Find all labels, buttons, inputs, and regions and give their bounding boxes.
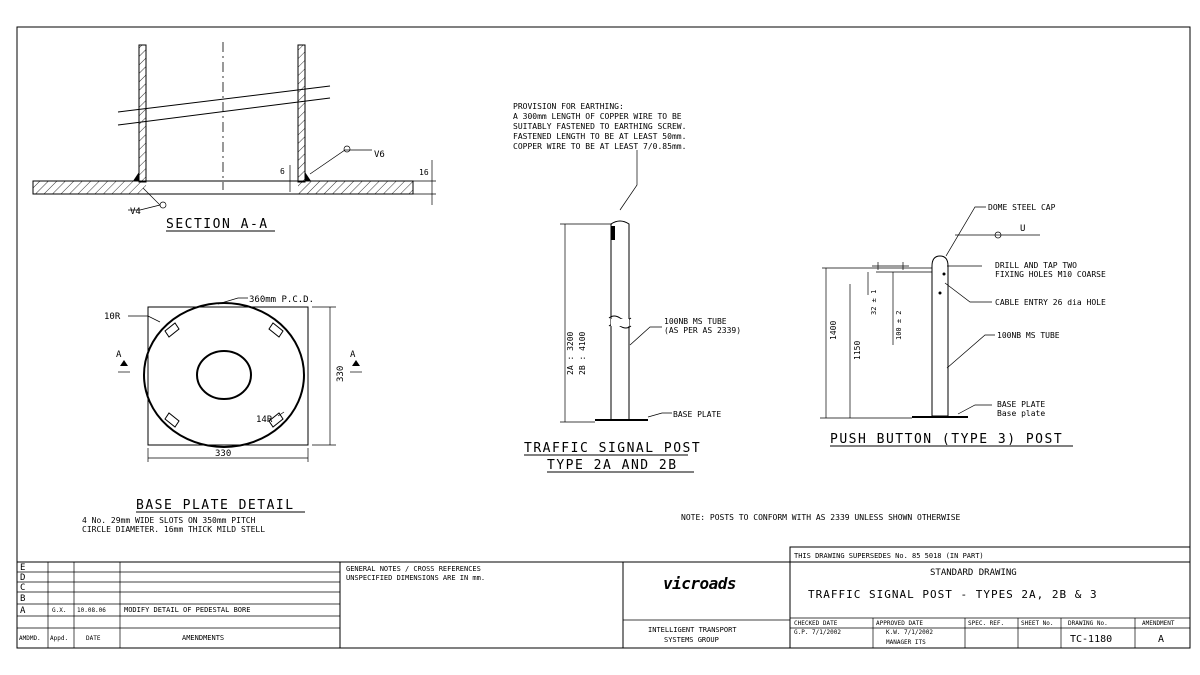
earthing-line-3: SUITABLY FASTENED TO EARTHING SCREW. — [513, 122, 686, 131]
earthing-note: PROVISION FOR EARTHING: A 300mm LENGTH O… — [513, 102, 686, 211]
slot-top-left — [164, 322, 180, 338]
dim-16: 16 — [419, 168, 429, 177]
hdr-amdt: AMDMD. — [19, 635, 41, 642]
earthing-line-2: A 300mm LENGTH OF COPPER WIRE TO BE — [513, 112, 682, 121]
signal-post-title-2: TYPE 2A AND 2B — [547, 458, 678, 473]
push-post-view: 1400 1150 32 ± 1 100 ± 2 U DOME STEEL CA… — [820, 203, 1106, 447]
earthing-line-4: FASTENED LENGTH TO BE AT LEAST 50mm. — [513, 132, 686, 141]
rev-e: E — [20, 563, 25, 573]
dim-100: 100 ± 2 — [895, 310, 903, 340]
approved-val: K.W. 7/1/2002 — [886, 629, 933, 636]
weld-symbol-u — [994, 231, 1002, 239]
signal-post-tube — [610, 220, 630, 421]
general-notes-2: UNSPECIFIED DIMENSIONS ARE IN mm. — [346, 574, 485, 582]
dim-height-330: 330 — [336, 366, 346, 382]
signal-base-plate-label: BASE PLATE — [673, 410, 721, 419]
label-u: U — [1020, 224, 1025, 234]
base-plate-title: BASE PLATE DETAIL — [136, 498, 295, 513]
drawing-title: TRAFFIC SIGNAL POST - TYPES 2A, 2B & 3 — [808, 588, 1098, 601]
drawing-number: TC-1180 — [1070, 634, 1112, 645]
base-plate-bore — [196, 350, 252, 400]
signal-tube-label-1: 100NB MS TUBE — [664, 317, 727, 326]
approved-hdr: APPROVED DATE — [876, 620, 923, 627]
approved-role: MANAGER ITS — [886, 639, 926, 646]
base-plate-circle — [143, 302, 305, 448]
dome-cap-label: DOME STEEL CAP — [988, 203, 1056, 212]
sheet-border — [16, 26, 1191, 649]
push-base-label-1: BASE PLATE — [997, 400, 1045, 409]
push-base-label-2: Base plate — [997, 409, 1045, 418]
pcd-label: 360mm P.C.D. — [249, 295, 314, 305]
dim-1150: 1150 — [853, 341, 862, 360]
rev-a: A — [20, 606, 26, 616]
weld-right — [305, 172, 311, 181]
amendment-letter: A — [1158, 634, 1164, 645]
pipe-wall-right — [297, 44, 306, 183]
drill-label-1: DRILL AND TAP TWO — [995, 261, 1077, 270]
slot-bottom-right — [268, 412, 284, 428]
section-aa-title: SECTION A-A — [166, 217, 269, 232]
signal-tube-label-2: (AS PER AS 2339) — [664, 326, 741, 335]
rev-a-desc: MODIFY DETAIL OF PEDESTAL BORE — [124, 606, 250, 614]
drill-label-2: FIXING HOLES M10 COARSE — [995, 270, 1106, 279]
dim-1400: 1400 — [829, 321, 838, 340]
rev-b: B — [20, 594, 25, 604]
section-arrow-right: A — [350, 350, 356, 360]
dim-width-330: 330 — [215, 449, 231, 459]
dim-32: 32 ± 1 — [870, 290, 878, 315]
general-note: NOTE: POSTS TO CONFORM WITH AS 2339 UNLE… — [681, 513, 961, 522]
label-v4: V4 — [130, 207, 141, 217]
sheet-hdr: SHEET No. — [1021, 620, 1054, 627]
slot-bottom-left — [164, 412, 180, 428]
label-v6: V6 — [374, 150, 385, 160]
r10-label: 10R — [104, 312, 121, 322]
group-line-2: SYSTEMS GROUP — [664, 636, 719, 644]
base-plate-square — [147, 306, 309, 446]
push-post-tube — [931, 255, 949, 417]
hdr-appd: Appd. — [50, 635, 68, 642]
spec-ref-hdr: SPEC. REF. — [968, 620, 1004, 627]
title-block: E D C B A G.X. 10.08.06 MODIFY DETAIL OF… — [17, 546, 1191, 648]
vicroads-logo: vicroads — [663, 574, 736, 593]
rev-d: D — [20, 573, 25, 583]
earthing-line-5: COPPER WIRE TO BE AT LEAST 7/0.85mm. — [513, 142, 686, 151]
dim-6: 6 — [280, 167, 285, 176]
section-arrow-left: A — [116, 350, 122, 360]
base-plate-note-2: CIRCLE DIAMETER. 16mm THICK MILD STELL — [82, 525, 265, 534]
checked-hdr: CHECKED DATE — [794, 620, 838, 627]
hdr-amendments: AMENDMENTS — [182, 634, 224, 642]
slot-top-right — [268, 322, 284, 338]
push-post-title: PUSH BUTTON (TYPE 3) POST — [830, 432, 1063, 447]
supersedes-note: THIS DRAWING SUPERSEDES No. 85 5018 (IN … — [794, 552, 984, 560]
weld-symbol-v4 — [159, 201, 167, 209]
r14-label: 14R — [256, 415, 273, 425]
rev-a-date: 10.08.06 — [77, 607, 106, 614]
base-plate-view: 360mm P.C.D. 10R 14R 330 330 A A BASE PL… — [82, 295, 362, 534]
checked-val: G.P. 7/1/2002 — [794, 629, 841, 636]
hdr-date: DATE — [86, 635, 101, 642]
weld-symbol-v6 — [343, 145, 351, 153]
rev-c: C — [20, 583, 25, 593]
pipe-wall-left — [138, 44, 147, 183]
cable-entry-label: CABLE ENTRY 26 dia HOLE — [995, 298, 1106, 307]
signal-post-title-1: TRAFFIC SIGNAL POST — [524, 441, 701, 456]
general-notes-1: GENERAL NOTES / CROSS REFERENCES — [346, 565, 481, 573]
earthing-line-1: PROVISION FOR EARTHING: — [513, 102, 624, 111]
base-plate-note-1: 4 No. 29mm WIDE SLOTS ON 350mm PITCH — [82, 516, 256, 525]
dim-2a: 2A : 3200 — [566, 331, 575, 375]
drawing-no-hdr: DRAWING No. — [1068, 620, 1108, 627]
signal-post-view: 2A : 3200 2B : 4100 100NB MS TUBE (AS PE… — [524, 220, 741, 473]
dim-2b: 2B : 4100 — [578, 331, 587, 375]
section-aa-view: V6 V4 6 16 SECTION A-A — [32, 42, 436, 232]
amendment-hdr: AMENDMENT — [1142, 620, 1175, 627]
rev-a-by: G.X. — [52, 607, 66, 614]
weld-left — [133, 172, 139, 181]
push-tube-label: 100NB MS TUBE — [997, 331, 1060, 340]
group-line-1: INTELLIGENT TRANSPORT — [648, 626, 737, 634]
standard-drawing: STANDARD DRAWING — [930, 568, 1017, 578]
